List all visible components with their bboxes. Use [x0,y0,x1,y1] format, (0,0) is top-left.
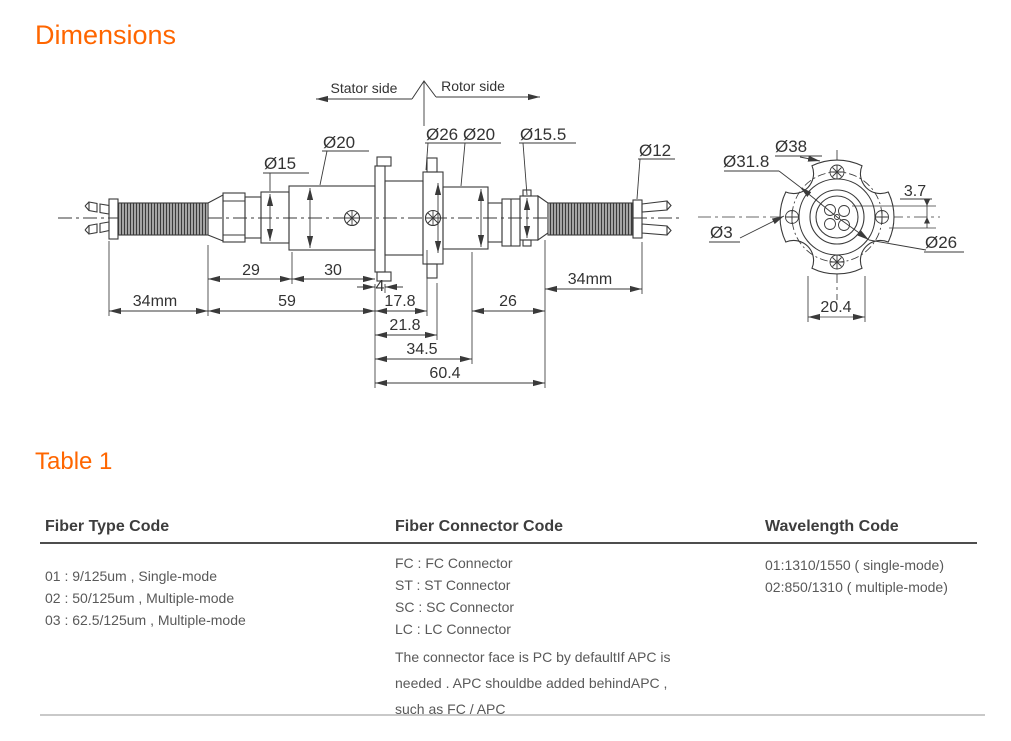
end-label-31-8: Ø31.8 [723,152,769,171]
connector-face-note: The connector face is PC by defaultIf AP… [395,644,745,722]
list-item: FC : FC Connector [395,555,513,571]
table-bottom-rule [40,714,985,716]
end-label-3-7: 3.7 [904,183,926,200]
dim-17-8: 17.8 [384,293,415,310]
left-connector-flange [108,198,119,240]
end-view-drawing [698,150,964,322]
right-fiber-pigtail [641,200,672,236]
list-item: 01:1310/1550 ( single-mode) [765,557,945,573]
table-title: Table 1 [35,448,113,475]
dia-label-12: Ø12 [639,141,671,160]
dim-29: 29 [242,262,260,279]
list-item: SC : SC Connector [395,599,515,615]
technical-drawing: Stator side Rotor side Ø15 Ø20 Ø26 Ø20 Ø… [58,78,964,388]
note-line: The connector face is PC by defaultIf AP… [395,649,671,665]
dim-3-7-lines [852,199,936,229]
list-item: 03 : 62.5/125um , Multiple-mode [45,612,246,628]
dia-label-15: Ø15 [264,154,296,173]
list-item: 01 : 9/125um , Single-mode [45,568,217,584]
wavelength-list: 01:1310/1550 ( single-mode) 02:850/1310 … [765,554,1011,598]
right-connector-flange [632,199,643,239]
fiber-connector-list: FC : FC Connector ST : ST Connector SC :… [395,552,745,640]
dimension-lines [109,275,642,387]
list-item: 02:850/1310 ( multiple-mode) [765,579,948,595]
right-flex-tube [547,202,634,236]
dim-34-5: 34.5 [406,341,437,358]
column-header-fiber-connector: Fiber Connector Code [395,518,564,535]
dim-34mm-left: 34mm [133,293,177,310]
dim-4: 4 [376,278,385,295]
fiber-channel-holes [824,204,850,231]
table-header-rule [40,542,977,544]
dim-60-4: 60.4 [429,365,460,382]
dim-21-8: 21.8 [389,317,420,334]
stator-rotor-marker [316,80,540,126]
page-title: Dimensions [35,20,177,50]
rotor-side-label: Rotor side [441,78,505,94]
end-label-38: Ø38 [775,137,807,156]
right-gland-steps [487,189,539,247]
stator-side-label: Stator side [331,80,398,96]
dim-26: 26 [499,293,517,310]
diameter-witness-arrows [266,183,531,253]
column-header-wavelength: Wavelength Code [765,518,899,535]
dia-label-26: Ø26 [426,125,458,144]
fiber-type-list: 01 : 9/125um , Single-mode 02 : 50/125um… [45,565,385,631]
list-item: 02 : 50/125um , Multiple-mode [45,590,235,606]
fiber-type-code-column: Fiber Type Code 01 : 9/125um , Single-mo… [45,516,385,631]
end-label-3: Ø3 [710,223,733,242]
flange-screws [785,164,889,270]
dim-30: 30 [324,262,342,279]
screw-stator [343,209,361,227]
side-view-drawing [58,156,682,282]
dim-20-4-lines [807,276,866,322]
dia-label-15-5: Ø15.5 [520,125,566,144]
end-label-20-4: 20.4 [820,299,851,316]
note-line: needed . APC shouldbe added behindAPC , [395,675,668,691]
dia-label-20-rotor: Ø20 [463,125,495,144]
column-header-fiber-type: Fiber Type Code [45,518,170,535]
end-label-26: Ø26 [925,233,957,252]
side-diameter-callouts [263,142,675,200]
inner-ring-1 [809,189,865,245]
list-item: LC : LC Connector [395,621,511,637]
note-line: such as FC / APC [395,701,506,717]
fiber-connector-code-column: Fiber Connector Code FC : FC Connector S… [395,516,745,722]
end-view-leaders [739,155,927,251]
dia-label-20-stator: Ø20 [323,133,355,152]
dim-59: 59 [278,293,296,310]
list-item: ST : ST Connector [395,577,511,593]
wavelength-code-column: Wavelength Code 01:1310/1550 ( single-mo… [765,516,1011,598]
mounting-flange [374,156,392,282]
inner-ring-2 [815,195,859,239]
left-gland-steps [222,191,290,244]
dim-34mm-right: 34mm [568,271,612,288]
left-flex-tube [117,202,209,236]
